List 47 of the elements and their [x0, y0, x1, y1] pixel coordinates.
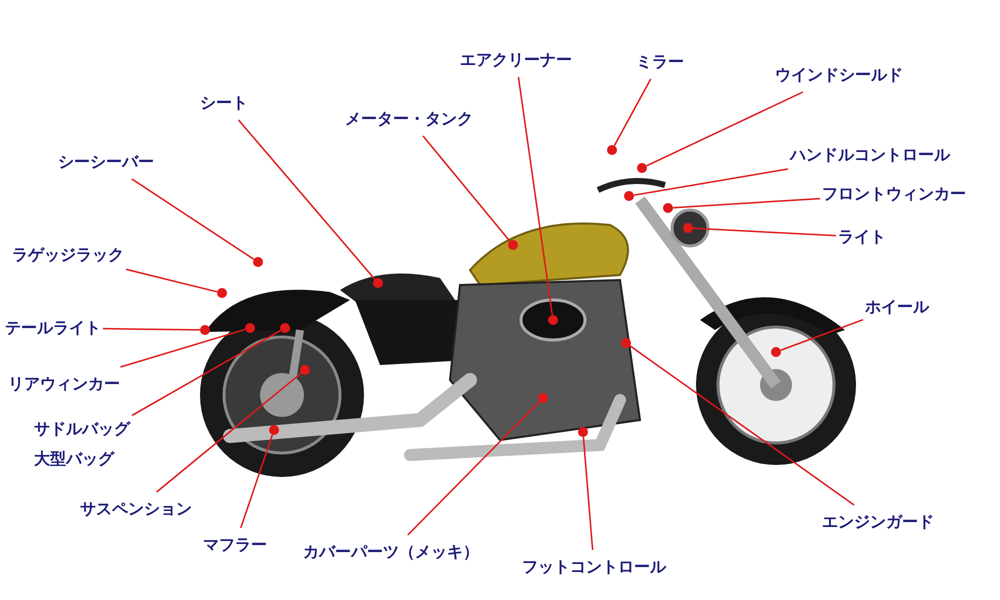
part-label: ホイール: [865, 296, 929, 318]
leader-line: [630, 345, 854, 506]
part-label: 大型バッグ: [34, 448, 116, 470]
leader-line: [407, 401, 540, 536]
leader-line: [422, 136, 510, 242]
part-label: サドルバッグ: [34, 418, 130, 440]
leader-line: [780, 318, 864, 351]
marker-dot: [624, 191, 634, 201]
leader-line: [238, 120, 376, 280]
marker-dot: [663, 203, 673, 213]
part-label: メーター・タンク: [345, 108, 473, 130]
part-label: エアクリーナー: [460, 49, 572, 71]
leader-line: [672, 198, 820, 208]
leader-line: [582, 436, 594, 550]
marker-dot: [217, 288, 227, 298]
leader-line: [102, 328, 200, 331]
marker-dot: [607, 145, 617, 155]
part-label: カバーパーツ（メッキ）: [303, 541, 479, 563]
part-label: フロントウィンカー: [822, 183, 966, 205]
leader-line: [646, 91, 804, 167]
marker-dot: [637, 163, 647, 173]
marker-dot: [200, 325, 210, 335]
part-label: リアウィンカー: [8, 373, 120, 395]
part-label: シート: [200, 92, 248, 114]
leader-line: [240, 434, 274, 528]
marker-dot: [578, 427, 588, 437]
leader-line: [131, 178, 254, 260]
part-label: サスペンション: [80, 498, 192, 520]
part-label: ハンドルコントロール: [790, 144, 950, 166]
part-label: フットコントロール: [522, 556, 666, 578]
leader-line: [634, 168, 788, 196]
part-label: ライト: [838, 226, 886, 248]
part-label: ミラー: [636, 51, 684, 73]
part-label: ウインドシールド: [775, 64, 903, 86]
leader-line: [518, 76, 554, 316]
leader-line: [156, 372, 302, 493]
leader-line: [120, 328, 246, 368]
part-label: テールライト: [5, 317, 101, 339]
part-label: エンジンガード: [822, 511, 934, 533]
part-label: ラゲッジラック: [12, 244, 124, 266]
marker-dot: [253, 257, 263, 267]
leader-line: [132, 330, 282, 416]
part-label: マフラー: [203, 534, 267, 556]
leader-line: [614, 78, 652, 146]
part-label: シーシーバー: [58, 151, 154, 173]
leader-line: [126, 268, 218, 293]
leader-line: [692, 228, 836, 236]
